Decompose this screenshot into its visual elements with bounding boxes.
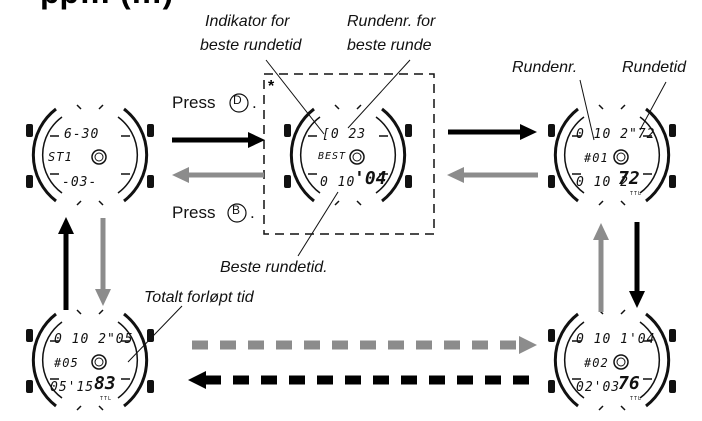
watch-lap5-face <box>24 308 156 412</box>
best-lap-time-label: Beste rundetid. <box>220 259 328 276</box>
arrow-w2-to-w1 <box>172 167 264 183</box>
page-title: pp… (…) <box>40 0 173 11</box>
press-d-label: Press <box>172 93 216 112</box>
press-d-period: . <box>252 93 257 112</box>
watch-lap1-face <box>546 103 678 207</box>
asterisk-note: * <box>268 78 275 95</box>
w5-bottom-small: 02'03 <box>576 380 621 395</box>
w2-best-indicator: BEST <box>318 151 347 162</box>
arrow-w3-to-w5 <box>629 222 645 308</box>
w3-top-digits: 0 10 2"72 <box>576 127 656 142</box>
watch-st1-face <box>24 103 156 207</box>
w5-ttl-tag: TTL <box>630 396 643 402</box>
arrow-w5-to-w4-dashed <box>188 371 536 389</box>
button-d-icon <box>229 93 249 113</box>
arrow-w5-to-w3 <box>593 223 609 312</box>
lap-number-label: Rundenr. <box>512 59 578 76</box>
indicator-label-line1: Indikator for <box>205 13 290 30</box>
w2-bottom-big: '04 <box>354 168 387 189</box>
indicator-label-line2: beste rundetid <box>200 37 302 54</box>
w4-ttl-tag: TTL <box>100 396 113 402</box>
press-b-period: . <box>250 203 255 222</box>
arrow-w2-to-w3 <box>448 124 537 140</box>
arrow-w4-to-w5-dashed <box>192 336 537 354</box>
w4-lap-number: #05 <box>54 356 79 370</box>
arrow-w4-to-w1 <box>58 217 74 310</box>
lap-time-label: Rundetid <box>622 59 687 76</box>
arrow-w3-to-w2 <box>447 167 538 183</box>
button-d-letter: D <box>233 93 242 107</box>
lapno-best-label-line2: beste runde <box>347 37 432 54</box>
lapno-best-label-line1: Rundenr. for <box>347 13 436 30</box>
w3-bottom-small: 0 10 2 <box>576 175 629 190</box>
button-b-icon <box>227 203 247 223</box>
watch-lap2-face <box>546 308 678 412</box>
w4-bottom-big: 83 <box>94 373 116 394</box>
w1-top-digits: 6-30 <box>64 127 100 142</box>
w1-mode: ST1 <box>48 150 73 164</box>
arrow-w1-to-w4 <box>95 218 111 306</box>
w2-top-digits: [0 23 <box>322 127 367 142</box>
best-frame <box>263 73 435 235</box>
w5-bottom-big: 76 <box>618 373 640 394</box>
w3-lap-number: #01 <box>584 151 609 165</box>
press-b-label: Press <box>172 203 216 222</box>
watch-best-lap-face <box>282 103 414 207</box>
w4-bottom-small: 05'15 <box>50 380 95 395</box>
w5-lap-number: #02 <box>584 356 609 370</box>
w1-bottom-digits: -03- <box>62 175 98 190</box>
w2-bottom-small: 0 10 <box>320 175 356 190</box>
button-b-letter: B <box>232 203 241 217</box>
arrow-w1-to-w2 <box>172 132 265 148</box>
leader-lines <box>127 59 667 363</box>
total-elapsed-label: Totalt forløpt tid <box>144 289 254 306</box>
w4-top-digits: 0 10 2"05 <box>54 332 134 347</box>
w3-ttl-tag: TTL <box>630 191 643 197</box>
w3-bottom-big: 72 <box>618 168 640 189</box>
w5-top-digits: 0 10 1'04 <box>576 332 656 347</box>
